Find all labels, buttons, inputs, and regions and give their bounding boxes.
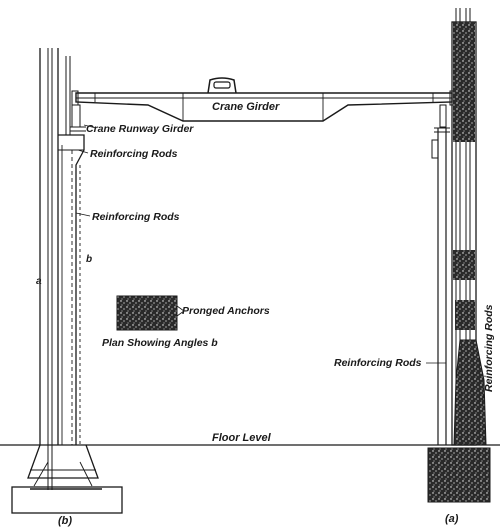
reinforcing-rods-right-label: Reinforcing Rods bbox=[334, 357, 422, 369]
plan-showing-angles-label: Plan Showing Angles b bbox=[102, 337, 218, 349]
marker-b-left: b bbox=[86, 254, 92, 265]
crane-girder-label: Crane Girder bbox=[212, 101, 280, 113]
reinforcing-rods-mid-label: Reinforcing Rods bbox=[92, 211, 180, 223]
reinforcing-rods-vertical-label: Reinforcing Rods bbox=[483, 304, 495, 392]
column-a bbox=[427, 8, 491, 503]
crane-runway-girder-label: Crane Runway Girder bbox=[86, 123, 194, 135]
trolley-hook-icon bbox=[207, 77, 237, 94]
pronged-anchors-plan bbox=[116, 295, 178, 331]
column-a-footing bbox=[427, 447, 491, 503]
caption-a: (a) bbox=[445, 513, 459, 525]
caption-b: (b) bbox=[58, 515, 72, 527]
column-b bbox=[11, 48, 123, 514]
crane-girder bbox=[71, 77, 457, 122]
pronged-anchors-label: Pronged Anchors bbox=[182, 305, 270, 317]
marker-a-left: a bbox=[36, 276, 42, 287]
floor-level-label: Floor Level bbox=[212, 432, 272, 444]
reinforcing-rods-top-label: Reinforcing Rods bbox=[90, 148, 178, 160]
